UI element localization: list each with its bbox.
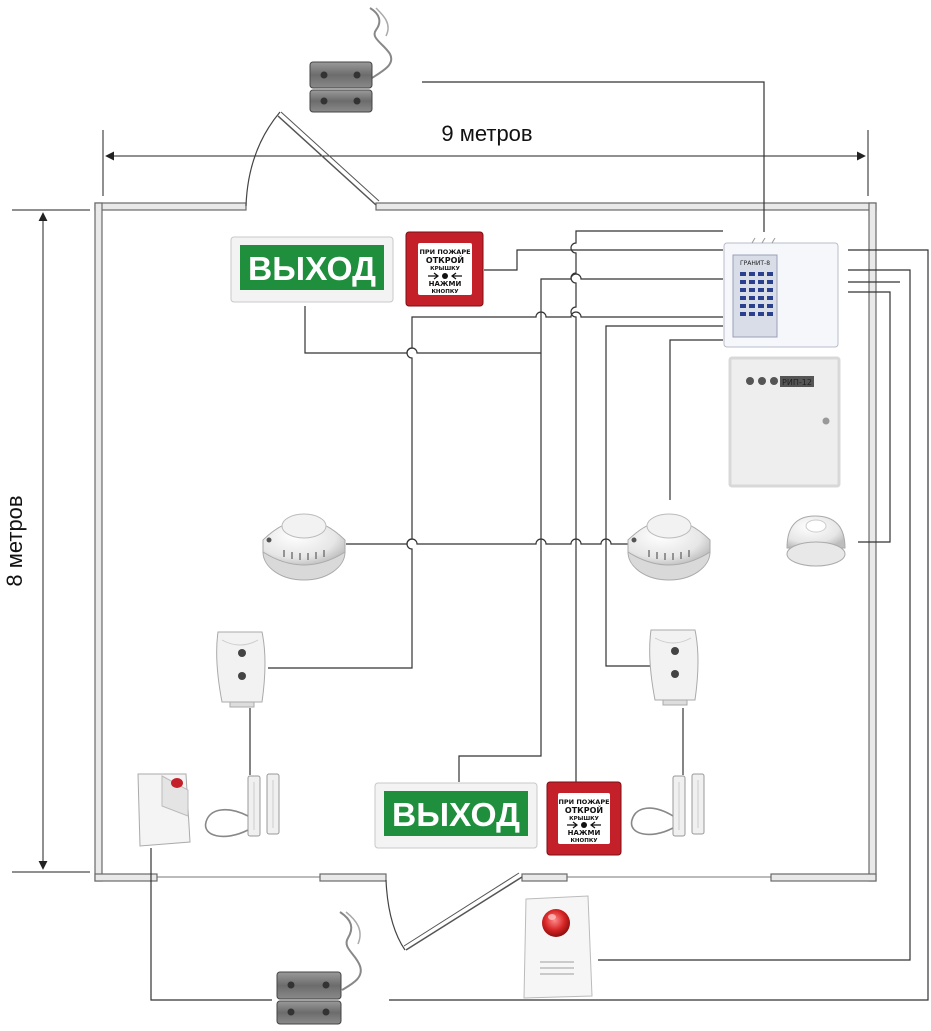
magnetic-door-contact-icon — [204, 773, 280, 838]
exit-sign-bottom-label: ВЫХОД — [392, 796, 520, 833]
call-point-bottom-line5: КНОПКУ — [570, 838, 598, 844]
call-point-top-line4: НАЖМИ — [429, 280, 462, 288]
call-point-bottom-line3: КРЫШКУ — [569, 816, 600, 822]
smoke-detector-icon — [627, 513, 711, 581]
width-dimension: 9 метров — [102, 121, 869, 196]
indicator-leds-icon — [746, 377, 778, 385]
magnetic-door-contact-icon — [276, 911, 362, 1025]
width-label: 9 метров — [441, 121, 532, 146]
smoke-detector-right — [627, 513, 711, 581]
top-door — [245, 111, 380, 207]
magnetic-door-contact-icon — [630, 773, 705, 837]
call-point-bottom-line2: ОТКРОЙ — [565, 804, 603, 815]
dome-sensor-right — [786, 515, 846, 567]
siren-icon — [523, 895, 593, 999]
smoke-detector-icon — [262, 513, 346, 581]
press-arrows-icon — [567, 821, 601, 829]
reed-switch-right — [630, 773, 705, 837]
bottom-door — [385, 872, 523, 951]
height-dimension: 8 метров — [2, 209, 90, 873]
control-panel-brand: ГРАНИТ-8 — [740, 260, 770, 267]
height-label: 8 метров — [2, 495, 27, 586]
exit-sign-top: ВЫХОД — [230, 236, 394, 303]
press-arrows-icon — [428, 272, 462, 280]
power-supply-label: РИП-12 — [782, 378, 812, 387]
smoke-detector-left — [262, 513, 346, 581]
pir-motion-sensor-icon — [216, 631, 266, 708]
call-point-top-line2: ОТКРОЙ — [426, 254, 464, 265]
magnetic-door-contact-icon — [309, 7, 393, 113]
power-supply: РИП-12 — [728, 356, 841, 488]
reed-switch-left — [204, 773, 280, 838]
dome-detector-icon — [786, 515, 846, 567]
motion-sensor-left — [216, 631, 266, 708]
control-panel: ГРАНИТ-8 — [723, 237, 839, 348]
manual-call-point-top: ПРИ ПОЖАРЕ ОТКРОЙ КРЫШКУ НАЖМИ КНОПКУ — [405, 231, 484, 307]
call-point-top-line5: КНОПКУ — [431, 289, 459, 295]
wiring — [150, 81, 929, 1001]
pir-sensor-bottom-left — [137, 773, 191, 847]
call-point-top-line1: ПРИ ПОЖАРЕ — [419, 248, 470, 256]
call-point-bottom-line1: ПРИ ПОЖАРЕ — [558, 798, 609, 806]
keypad-icon — [740, 272, 773, 316]
call-point-top-line3: КРЫШКУ — [430, 266, 461, 272]
exit-sign-top-label: ВЫХОД — [248, 250, 376, 287]
pir-motion-sensor-icon — [649, 629, 699, 706]
reed-switch-bottom — [276, 911, 362, 1025]
call-point-bottom-line4: НАЖМИ — [568, 829, 601, 837]
manual-call-point-bottom: ПРИ ПОЖАРЕ ОТКРОЙ КРЫШКУ НАЖМИ КНОПКУ — [546, 781, 622, 856]
exit-sign-bottom: ВЫХОД — [374, 782, 538, 849]
pir-motion-sensor-icon — [137, 773, 191, 847]
motion-sensor-right — [649, 629, 699, 706]
siren — [523, 895, 593, 999]
reed-switch-top — [309, 7, 393, 113]
